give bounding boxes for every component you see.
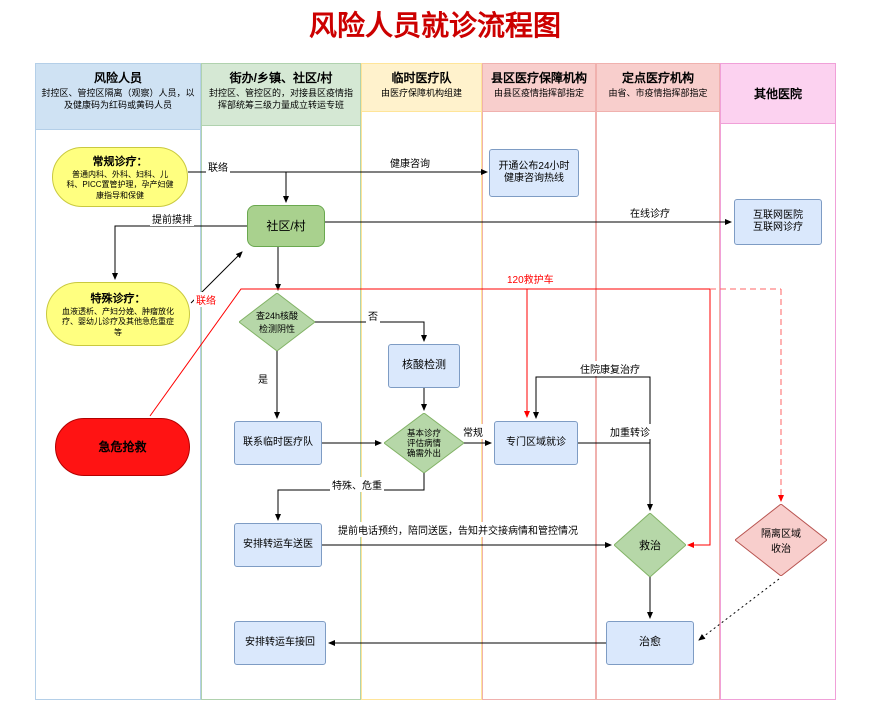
lane-designated-hospital-header: 定点医疗机构 由省、市疫情指挥部指定 (597, 64, 719, 112)
node-check-24h-nat-label: 查24h核酸 检测阴性 (255, 311, 299, 334)
node-check-24h-nat: 查24h核酸 检测阴性 (239, 293, 315, 351)
lane-desc: 由县区疫情指挥部指定 (493, 88, 584, 98)
node-contact-medical-team: 联系临时医疗队 (234, 421, 322, 465)
page-title: 风险人员就诊流程图 (308, 11, 561, 42)
edge-label-rehab: 住院康复治疗 (578, 361, 642, 376)
node-special-care-desc: 血液透析、产妇分娩、肿瘤放化疗、婴幼儿诊疗及其他急危重症等 (62, 306, 174, 337)
node-assess-condition: 基本诊疗 评估病情 确需外出 (384, 413, 464, 473)
node-transfer-vehicle-return-label: 安排转运车接回 (245, 636, 315, 648)
lane-other-hospitals: 其他医院 (720, 63, 836, 700)
lane-desc: 由省、市疫情指挥部指定 (608, 88, 708, 98)
node-special-area-visit-label: 专门区域就诊 (506, 436, 566, 448)
lane-title: 临时医疗队 (391, 71, 452, 85)
lane-community-header: 街办/乡镇、社区/村 封控区、管控区的，对接县区疫情指挥部统筹三级力量成立转运专… (202, 64, 360, 126)
lane-risk-persons: 风险人员 封控区、管控区隔离（观察）人员，以及健康码为红码或黄码人员 (35, 63, 201, 700)
lane-other-hospitals-header: 其他医院 (721, 64, 835, 124)
node-hotline-24h: 开通公布24小时 健康咨询热线 (489, 149, 579, 197)
lane-desc: 封控区、管控区隔离（观察）人员，以及健康码为红码或黄码人员 (41, 88, 195, 110)
edge-label-liaison-1: 联络 (206, 159, 230, 174)
lane-desc: 由医疗保障机构组建 (380, 88, 462, 98)
node-regular-care-desc: 普通内科、外科、妇科、儿科、PICC置管护理，孕产妇健康指导和保健 (66, 169, 174, 200)
lane-desc: 封控区、管控区的，对接县区疫情指挥部统筹三级力量成立转运专班 (208, 88, 353, 110)
lane-title: 风险人员 (93, 71, 142, 85)
node-special-area-visit: 专门区域就诊 (494, 421, 578, 465)
edge-label-online: 在线诊疗 (628, 205, 672, 220)
lane-designated-hospital: 定点医疗机构 由省、市疫情指挥部指定 (596, 63, 720, 700)
lane-title: 县区医疗保障机构 (490, 71, 587, 85)
node-contact-medical-team-label: 联系临时医疗队 (243, 436, 313, 448)
edge-label-regular: 常规 (461, 424, 485, 439)
node-transfer-vehicle-send: 安排转运车送医 (234, 523, 322, 567)
edge-label-ambulance: 120救护车 (505, 271, 556, 286)
node-community-village: 社区/村 (247, 205, 325, 247)
edge-label-liaison-2: 联络 (194, 292, 218, 307)
node-isolation-area-admission: 隔离区域 收治 (735, 504, 827, 576)
lane-risk-persons-header: 风险人员 封控区、管控区隔离（观察）人员，以及健康码为红码或黄码人员 (36, 64, 200, 130)
node-rescue-treatment-label: 救治 (639, 540, 661, 552)
edge-label-worsen: 加重转诊 (608, 424, 652, 439)
edge-label-phone-booking: 提前电话预约，陪同送医，告知并交接病情和管控情况 (336, 522, 580, 537)
node-cured-label: 治愈 (639, 636, 661, 649)
edge-label-pre-survey: 提前摸排 (150, 211, 194, 226)
node-transfer-vehicle-return: 安排转运车接回 (234, 621, 326, 665)
node-emergency-rescue-label: 急危抢救 (98, 439, 147, 454)
node-cured: 治愈 (606, 621, 694, 665)
node-special-care: 特殊诊疗： 血液透析、产妇分娩、肿瘤放化疗、婴幼儿诊疗及其他急危重症等 (46, 282, 190, 346)
node-nat-test: 核酸检测 (388, 344, 460, 388)
node-regular-care-title: 常规诊疗： (92, 155, 148, 168)
node-emergency-rescue: 急危抢救 (55, 418, 190, 476)
diamond-shape (735, 504, 827, 576)
node-rescue-treatment: 救治 (614, 513, 686, 577)
node-community-village-label: 社区/村 (266, 218, 306, 233)
lane-title: 街办/乡镇、社区/村 (229, 71, 333, 85)
edge-label-special-critical: 特殊、危重 (330, 477, 384, 492)
node-assess-condition-label: 基本诊疗 评估病情 确需外出 (406, 427, 441, 459)
node-isolation-area-admission-label: 隔离区域 收治 (761, 529, 801, 555)
node-transfer-vehicle-send-label: 安排转运车送医 (243, 538, 313, 550)
node-regular-care: 常规诊疗： 普通内科、外科、妇科、儿科、PICC置管护理，孕产妇健康指导和保健 (52, 147, 188, 207)
lane-medical-team-header: 临时医疗队 由医疗保障机构组建 (362, 64, 481, 112)
edge-label-health-consult: 健康咨询 (388, 155, 432, 170)
lane-county-agency-header: 县区医疗保障机构 由县区疫情指挥部指定 (483, 64, 595, 112)
edge-label-yes: 是 (256, 371, 270, 386)
node-hotline-24h-label: 开通公布24小时 健康咨询热线 (498, 160, 570, 185)
lane-title: 定点医疗机构 (621, 71, 694, 85)
node-internet-hospital-label: 互联网医院 互联网诊疗 (753, 209, 803, 234)
lane-title: 其他医院 (753, 87, 802, 101)
edge-label-no: 否 (366, 308, 380, 323)
node-internet-hospital: 互联网医院 互联网诊疗 (734, 199, 822, 245)
node-special-care-title: 特殊诊疗： (90, 292, 146, 305)
node-nat-test-label: 核酸检测 (402, 359, 446, 372)
lane-community: 街办/乡镇、社区/村 封控区、管控区的，对接县区疫情指挥部统筹三级力量成立转运专… (201, 63, 361, 700)
